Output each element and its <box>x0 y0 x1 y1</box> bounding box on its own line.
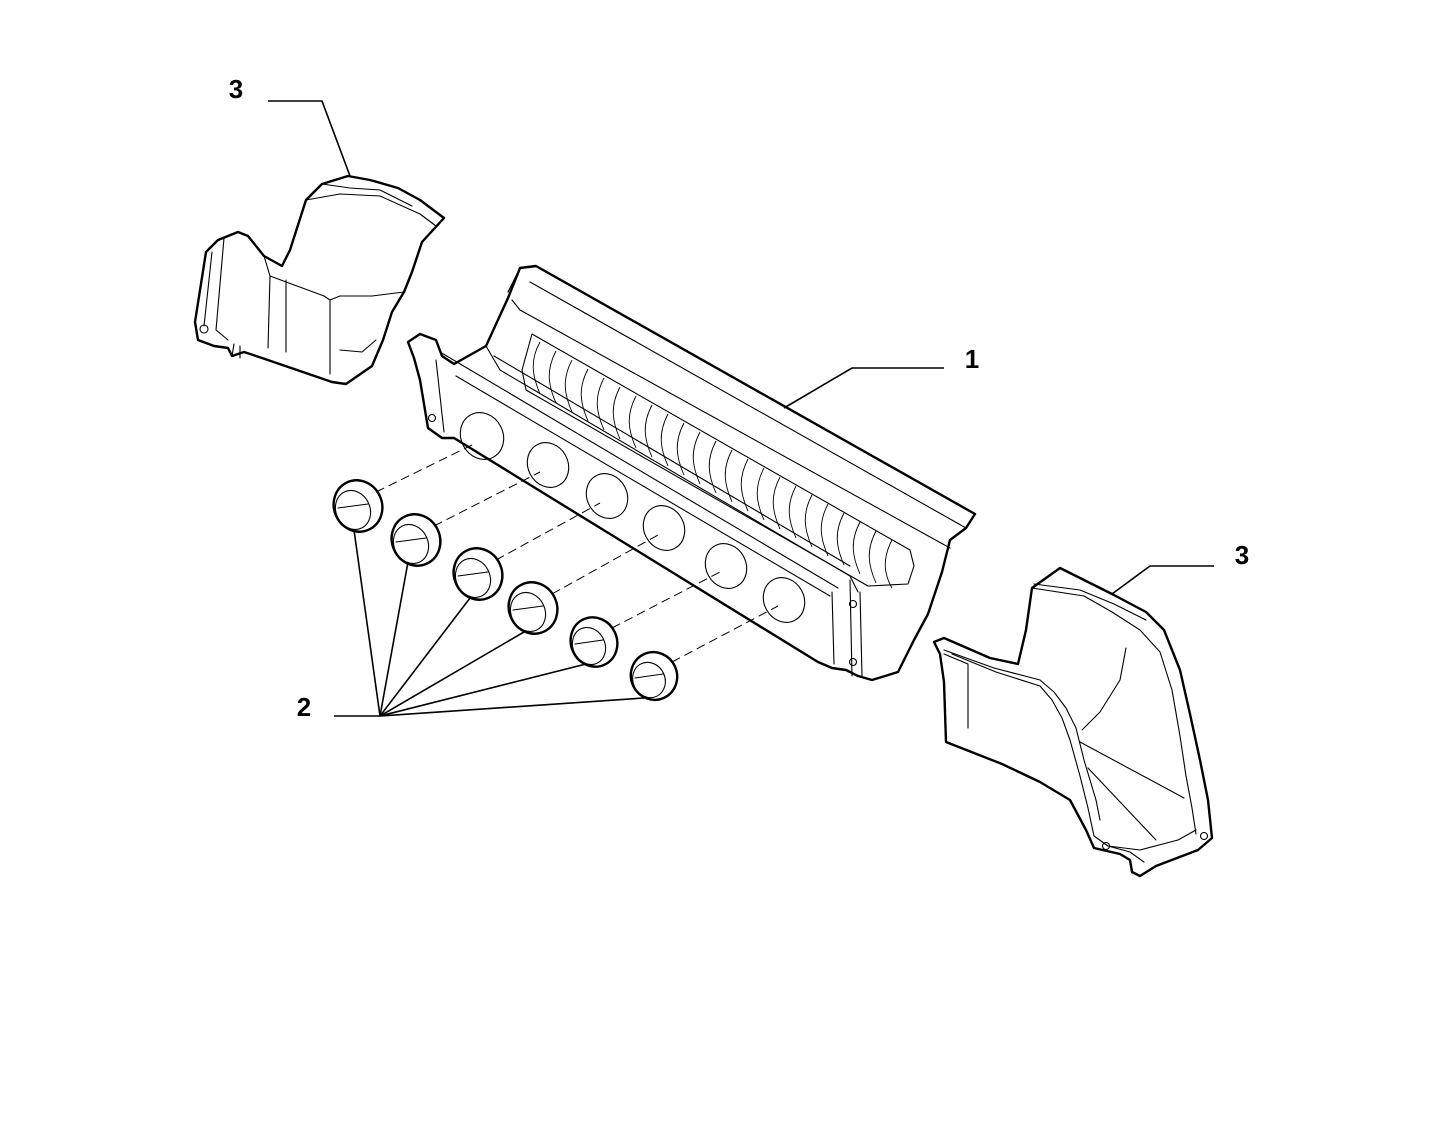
leader-part-3-left <box>268 100 351 177</box>
left-side-shield <box>193 174 446 386</box>
leader-part-2 <box>334 529 645 717</box>
leader-part-1 <box>783 367 944 409</box>
assembly-lines <box>375 443 779 663</box>
plug <box>629 650 679 702</box>
callout-part-3-right: 3 <box>1235 540 1249 570</box>
plug <box>332 479 384 533</box>
right-side-shield <box>932 566 1214 878</box>
central-panel <box>406 264 977 682</box>
vent-ribs <box>532 341 893 589</box>
plug <box>569 616 619 668</box>
callout-part-3-left: 3 <box>229 74 243 104</box>
leader-part-3-right <box>1111 565 1214 595</box>
plug <box>390 513 442 567</box>
panel-holes <box>459 412 806 623</box>
plugs <box>332 479 679 702</box>
callout-part-1: 1 <box>965 344 979 374</box>
callout-part-2: 2 <box>297 692 311 722</box>
plug <box>507 581 559 635</box>
plug <box>452 547 504 601</box>
leader-lines <box>268 100 1214 717</box>
